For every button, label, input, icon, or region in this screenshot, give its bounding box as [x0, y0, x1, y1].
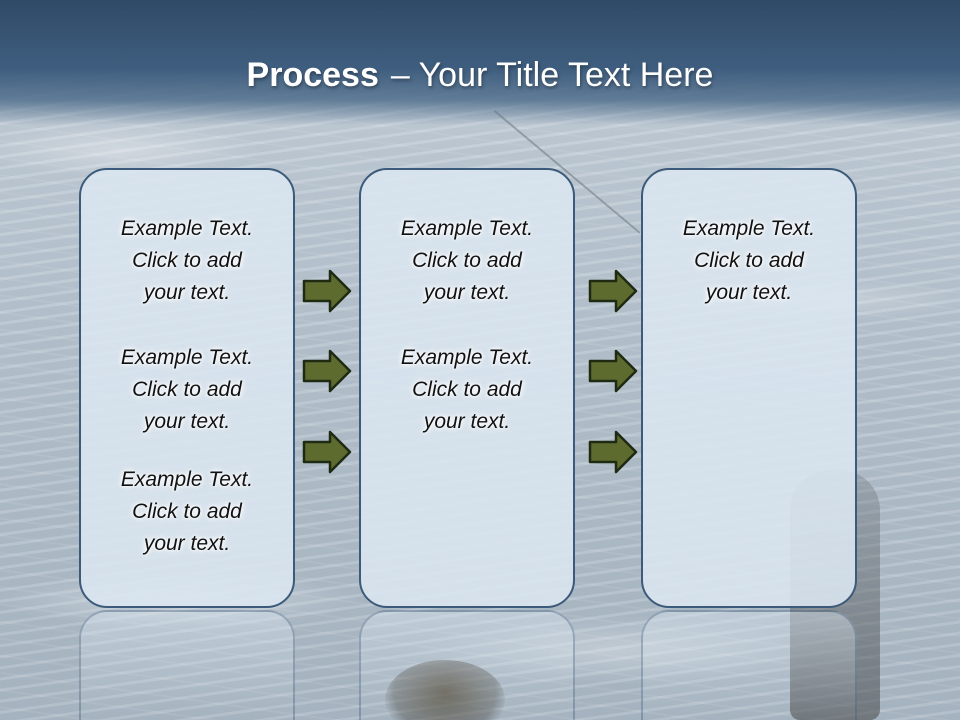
panel-reflection-2: [359, 610, 575, 720]
right-arrow-icon[interactable]: [302, 430, 352, 474]
text-line: Click to add: [412, 249, 522, 272]
text-line: your text.: [143, 410, 231, 433]
text-line: Click to add: [694, 249, 804, 272]
right-arrow-icon[interactable]: [588, 269, 638, 313]
text-line: Example Text.: [120, 468, 254, 491]
text-line: Example Text.: [400, 217, 534, 240]
process-step-panel-2[interactable]: Example Text. Click to add your text. Ex…: [359, 168, 575, 608]
title-band: [0, 0, 960, 125]
text-line: your text.: [423, 410, 511, 433]
text-block[interactable]: Example Text. Click to add your text.: [361, 213, 573, 309]
text-line: Example Text.: [400, 346, 534, 369]
text-block[interactable]: Example Text. Click to add your text.: [643, 213, 855, 309]
text-block[interactable]: Example Text. Click to add your text.: [81, 213, 293, 309]
right-arrow-icon[interactable]: [588, 430, 638, 474]
text-line: Example Text.: [120, 217, 254, 240]
right-arrow-icon[interactable]: [302, 269, 352, 313]
dog-figure: [385, 660, 505, 720]
text-block[interactable]: Example Text. Click to add your text.: [81, 464, 293, 560]
right-arrow-icon[interactable]: [302, 349, 352, 393]
text-line: Click to add: [132, 500, 242, 523]
panel-reflection-3: [641, 610, 857, 720]
process-step-panel-3[interactable]: Example Text. Click to add your text.: [641, 168, 857, 608]
text-line: Click to add: [412, 378, 522, 401]
slide-title[interactable]: Process – Your Title Text Here: [0, 54, 960, 96]
text-line: Click to add: [132, 249, 242, 272]
text-line: Example Text.: [682, 217, 816, 240]
text-line: your text.: [143, 281, 231, 304]
text-line: Example Text.: [120, 346, 254, 369]
text-line: your text.: [423, 281, 511, 304]
title-rest: – Your Title Text Here: [390, 56, 714, 94]
text-line: Click to add: [132, 378, 242, 401]
text-block[interactable]: Example Text. Click to add your text.: [361, 342, 573, 438]
title-bold: Process: [246, 56, 379, 94]
panel-reflection-1: [79, 610, 295, 720]
text-block[interactable]: Example Text. Click to add your text.: [81, 342, 293, 438]
right-arrow-icon[interactable]: [588, 349, 638, 393]
process-step-panel-1[interactable]: Example Text. Click to add your text. Ex…: [79, 168, 295, 608]
text-line: your text.: [143, 532, 231, 555]
text-line: your text.: [705, 281, 793, 304]
